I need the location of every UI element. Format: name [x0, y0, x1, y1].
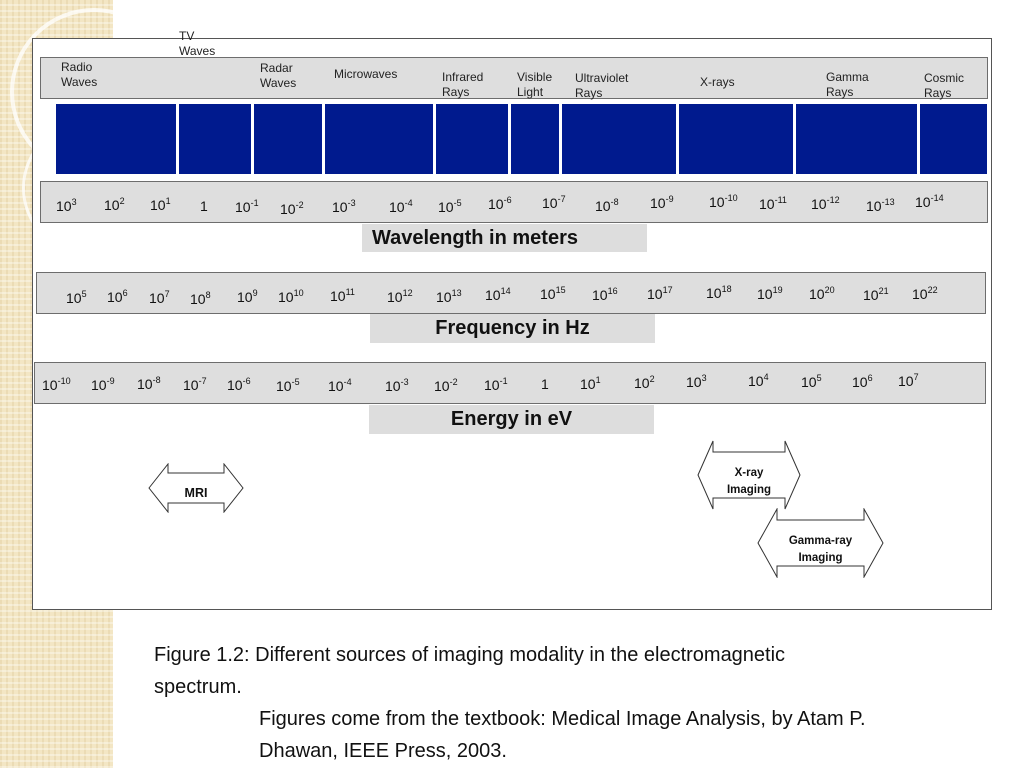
wavelength-tick-label: 10-2: [280, 200, 304, 218]
frequency-caption: Frequency in Hz: [370, 314, 655, 343]
frequency-tick-label: 1017: [647, 285, 673, 303]
energy-tick-label: 10-1: [484, 376, 508, 394]
frequency-tick-label: 107: [149, 289, 170, 307]
band-cell-radar: [254, 104, 322, 174]
frequency-tick-label: 1011: [330, 287, 355, 305]
wavelength-tick-label: 10-3: [332, 198, 356, 216]
band-cell-infrared: [436, 104, 508, 174]
wavelength-tick-label: 101: [150, 196, 171, 214]
band-cell-tv: [179, 104, 251, 174]
energy-tick-label: 10-3: [385, 377, 409, 395]
wavelength-tick-label: 10-4: [389, 198, 413, 216]
frequency-tick-label: 1020: [809, 285, 835, 303]
energy-tick-label: 10-7: [183, 376, 207, 394]
energy-tick-label: 106: [852, 373, 873, 391]
wavelength-tick-label: 10-5: [438, 198, 462, 216]
energy-tick-label: 107: [898, 372, 919, 390]
band-label-microwaves: Microwaves: [334, 67, 398, 81]
energy-tick-label: 10-5: [276, 377, 300, 395]
wavelength-tick-label: 10-6: [488, 195, 512, 213]
frequency-tick-label: 1019: [757, 285, 783, 303]
wavelength-tick-label: 10-14: [915, 193, 944, 211]
frequency-tick-label: 108: [190, 290, 211, 308]
energy-tick-label: 103: [686, 373, 707, 391]
energy-tick-label: 1: [541, 376, 549, 392]
energy-tick-label: 105: [801, 373, 822, 391]
frequency-tick-label: 1021: [863, 286, 889, 304]
frequency-tick-label: 106: [107, 288, 128, 306]
wavelength-caption: Wavelength in meters: [362, 224, 647, 252]
frequency-tick-label: 1016: [592, 286, 618, 304]
wavelength-tick-label: 103: [56, 197, 77, 215]
figure-caption: Figure 1.2: Different sources of imaging…: [154, 644, 786, 698]
band-labels-bar: [40, 57, 988, 99]
wavelength-bar: [40, 181, 988, 223]
xray-imaging-arrow: [697, 440, 801, 510]
figure-source: Figures come from the textbook: Medical …: [259, 708, 866, 762]
wavelength-tick-label: 10-1: [235, 198, 259, 216]
gamma-imaging-arrow: [757, 508, 884, 578]
energy-tick-label: 10-4: [328, 377, 352, 395]
wavelength-tick-label: 10-13: [866, 197, 895, 215]
band-cell-radio: [56, 104, 176, 174]
energy-tick-label: 10-9: [91, 376, 115, 394]
wavelength-tick-label: 10-7: [542, 194, 566, 212]
energy-tick-label: 10-6: [227, 376, 251, 394]
wavelength-tick-label: 10-9: [650, 194, 674, 212]
wavelength-tick-label: 10-11: [759, 195, 787, 213]
energy-tick-label: 10-10: [42, 376, 71, 394]
frequency-tick-label: 105: [66, 289, 87, 307]
energy-tick-label: 10-2: [434, 377, 458, 395]
energy-tick-label: 101: [580, 375, 601, 393]
frequency-tick-label: 1012: [387, 288, 413, 306]
energy-tick-label: 102: [634, 374, 655, 392]
band-cell-visible: [511, 104, 559, 174]
band-cell-xrays: [679, 104, 793, 174]
frequency-tick-label: 1013: [436, 288, 462, 306]
frequency-tick-label: 1022: [912, 285, 938, 303]
band-cell-cosmic: [920, 104, 987, 174]
mri-label: MRI: [184, 486, 208, 500]
wavelength-tick-label: 10-10: [709, 193, 738, 211]
frequency-bar: [36, 272, 986, 314]
wavelength-tick-label: 10-8: [595, 197, 619, 215]
mri-arrow: [148, 463, 244, 513]
wavelength-tick-label: 10-12: [811, 195, 840, 213]
tv-waves-label: TV Waves: [179, 29, 216, 58]
frequency-tick-label: 1015: [540, 285, 566, 303]
frequency-tick-label: 1014: [485, 286, 511, 304]
wavelength-tick-label: 102: [104, 196, 125, 214]
frequency-tick-label: 1010: [278, 288, 304, 306]
frequency-tick-label: 109: [237, 288, 258, 306]
energy-bar: [34, 362, 986, 404]
band-cell-gamma: [796, 104, 917, 174]
energy-tick-label: 10-8: [137, 375, 161, 393]
frequency-tick-label: 1018: [706, 284, 732, 302]
wavelength-tick-label: 1: [200, 198, 208, 214]
energy-caption: Energy in eV: [369, 405, 654, 434]
band-cell-microwaves: [325, 104, 433, 174]
energy-tick-label: 104: [748, 372, 769, 390]
band-label-xrays: X-rays: [700, 75, 735, 89]
band-cell-ultraviolet: [562, 104, 676, 174]
